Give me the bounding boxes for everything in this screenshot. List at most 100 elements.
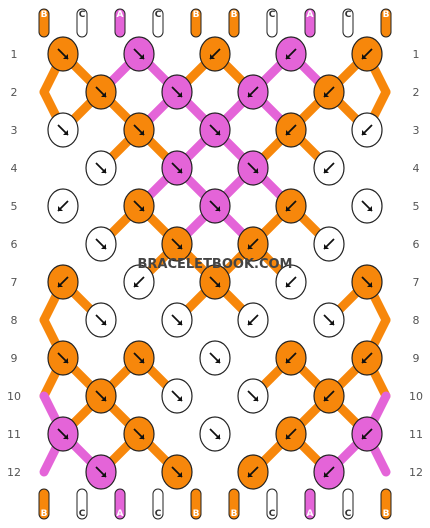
knot: [275, 416, 307, 452]
knot-arrow-head: [177, 472, 182, 477]
knot-arrow-head: [139, 54, 144, 59]
knot: [199, 36, 231, 72]
knot: [313, 302, 345, 338]
knot-arrow-head: [177, 168, 182, 173]
knot-arrow-head: [253, 168, 258, 173]
knot: [47, 416, 79, 452]
knot: [275, 36, 307, 72]
knot: [237, 454, 269, 490]
knot: [47, 188, 79, 224]
knot-arrow-head: [101, 92, 106, 97]
knot: [47, 36, 79, 72]
knot-arrow-head: [329, 320, 334, 325]
knot-arrow-head: [101, 396, 106, 401]
strand-end-letter: C: [269, 10, 276, 20]
watermark: BRACELETBOOK.COM: [138, 257, 293, 272]
knot: [275, 264, 307, 300]
row-number-left: 2: [11, 86, 18, 99]
knot-arrow-head: [101, 320, 106, 325]
knot: [351, 264, 383, 300]
row-number-left: 12: [7, 466, 21, 479]
knot: [199, 264, 231, 300]
knot: [85, 378, 117, 414]
row-number-left: 11: [7, 428, 21, 441]
strand-end-letter: B: [383, 509, 390, 519]
knot: [351, 340, 383, 376]
knot-arrow-head: [248, 92, 253, 97]
knot: [85, 74, 117, 110]
knot: [275, 188, 307, 224]
knot-arrow-head: [286, 54, 291, 59]
knot: [123, 188, 155, 224]
knot: [237, 226, 269, 262]
knot: [161, 454, 193, 490]
knot-arrow-head: [362, 54, 367, 59]
knot: [161, 74, 193, 110]
knot-arrow-head: [139, 206, 144, 211]
knot: [313, 150, 345, 186]
strand-end-letter: A: [307, 509, 314, 519]
knot-arrow-head: [367, 206, 372, 211]
knot-arrow-head: [58, 206, 63, 211]
knot: [123, 340, 155, 376]
knot-arrow-head: [101, 168, 106, 173]
strand-end-letter: A: [307, 10, 314, 20]
knot-arrow-head: [362, 130, 367, 135]
knot-arrow-head: [286, 282, 291, 287]
knot-arrow-head: [286, 358, 291, 363]
row-number-right: 9: [413, 352, 420, 365]
knot-arrow-head: [63, 54, 68, 59]
knot-arrow-head: [253, 396, 258, 401]
strand-end-letter: B: [231, 509, 238, 519]
knot-arrow-head: [286, 130, 291, 135]
knot-arrow-head: [286, 434, 291, 439]
knot-arrow-head: [139, 130, 144, 135]
strand-end-letter: A: [117, 10, 124, 20]
knot-arrow-head: [139, 434, 144, 439]
knot-arrow-head: [324, 168, 329, 173]
knot-arrow-head: [324, 396, 329, 401]
knot: [123, 416, 155, 452]
knot-arrow-head: [362, 434, 367, 439]
row-number-left: 10: [7, 390, 21, 403]
knot: [237, 378, 269, 414]
knot: [237, 302, 269, 338]
knot-arrow-head: [101, 472, 106, 477]
knot: [123, 112, 155, 148]
strand-end-letter: C: [79, 10, 86, 20]
knot-arrow-head: [63, 130, 68, 135]
knot-arrow-head: [215, 206, 220, 211]
knot-arrow-head: [101, 244, 106, 249]
knot: [313, 454, 345, 490]
knot: [351, 36, 383, 72]
knot-arrow-head: [248, 472, 253, 477]
knot: [161, 150, 193, 186]
row-number-left: 8: [11, 314, 18, 327]
knot-arrow-head: [63, 434, 68, 439]
knot: [313, 74, 345, 110]
knot: [199, 112, 231, 148]
strand-end-letter: B: [383, 10, 390, 20]
knot-grid: [47, 36, 383, 490]
row-number-left: 6: [11, 238, 18, 251]
strand-end-letter: C: [345, 10, 352, 20]
knot: [161, 302, 193, 338]
row-number-right: 8: [413, 314, 420, 327]
knot-arrow-head: [139, 358, 144, 363]
row-number-right: 11: [409, 428, 423, 441]
knot-arrow-head: [362, 358, 367, 363]
knot: [47, 264, 79, 300]
row-number-left: 7: [11, 276, 18, 289]
row-number-left: 1: [11, 48, 18, 61]
knot: [161, 378, 193, 414]
knot: [237, 74, 269, 110]
knot: [351, 112, 383, 148]
strand-end-letter: B: [41, 509, 48, 519]
row-number-right: 7: [413, 276, 420, 289]
strand-end-letter: C: [79, 509, 86, 519]
knot: [275, 340, 307, 376]
knot-arrow-head: [324, 472, 329, 477]
knot: [199, 340, 231, 376]
